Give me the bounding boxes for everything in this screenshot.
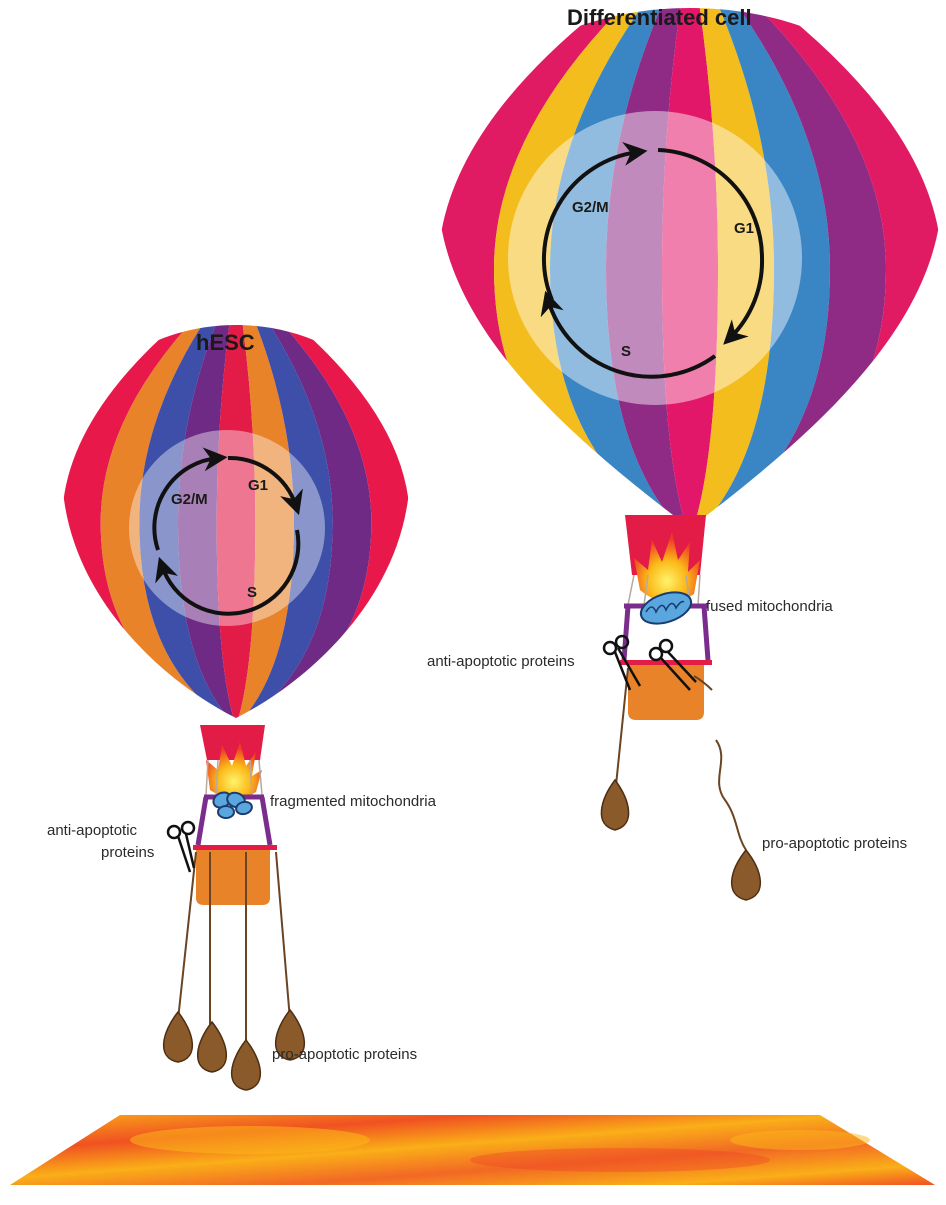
differentiated-phase-s: S <box>621 343 631 360</box>
differentiated-sandbag-attached <box>601 780 628 830</box>
hesc-anti-apoptotic-label-line2: proteins <box>101 844 154 861</box>
differentiated-phase-g2m: G2/M <box>572 199 609 216</box>
hesc-balloon: G2/M G1 S <box>47 325 437 1090</box>
hesc-phase-s: S <box>247 584 257 601</box>
lava-floor <box>10 1115 935 1185</box>
hesc-phase-g1: G1 <box>248 477 268 494</box>
hesc-basket-rim <box>193 845 277 850</box>
hesc-basket <box>196 850 270 905</box>
hesc-sandbag-3 <box>232 1040 261 1090</box>
fused-mitochondria-label: fused mitochondria <box>706 598 833 615</box>
differentiated-balloon: G2/M G1 S <box>427 5 942 900</box>
hesc-phase-g2m: G2/M <box>171 491 208 508</box>
hesc-title: hESC <box>196 330 255 355</box>
differentiated-cycle-disc <box>508 111 802 405</box>
hesc-cycle-disc <box>129 430 325 626</box>
scissors-icon <box>168 822 194 872</box>
differentiated-basket <box>628 665 704 720</box>
differentiated-anti-apoptotic-label: anti-apoptotic proteins <box>427 653 575 670</box>
fragmented-mitochondria-label: fragmented mitochondria <box>270 793 437 810</box>
differentiated-title: Differentiated cell <box>567 5 752 30</box>
differentiated-phase-g1: G1 <box>734 220 754 237</box>
differentiated-pro-apoptotic-label: pro-apoptotic proteins <box>762 835 907 852</box>
hesc-sandbag-1 <box>164 1012 193 1062</box>
differentiated-sandbag-falling <box>732 850 761 900</box>
hesc-anti-apoptotic-label-line1: anti-apoptotic <box>47 822 138 839</box>
hesc-sandbag-2 <box>198 1022 227 1072</box>
hesc-pro-apoptotic-label: pro-apoptotic proteins <box>272 1046 417 1063</box>
